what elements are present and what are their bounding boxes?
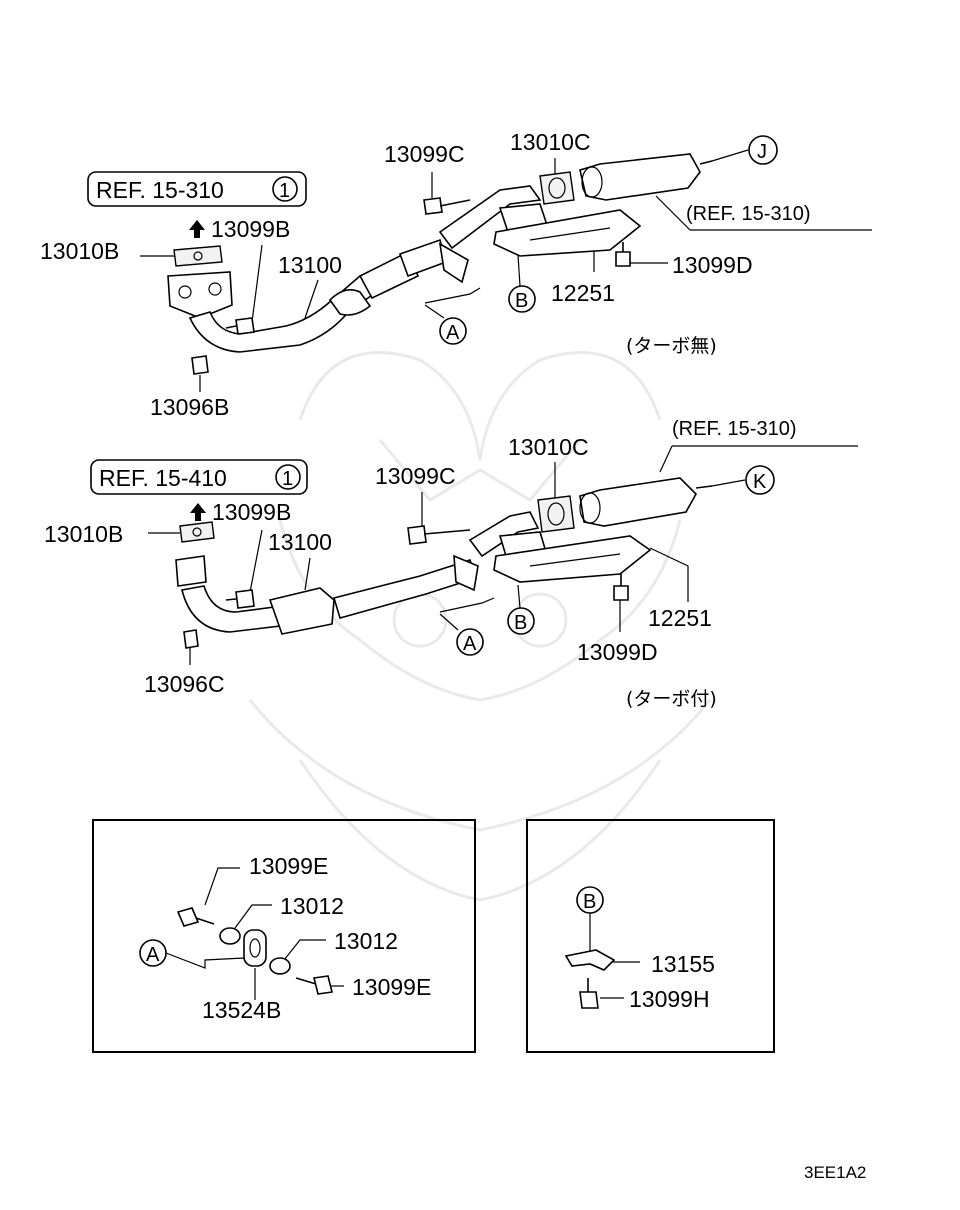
callout-K[interactable]: K [745,465,775,495]
detail-b-panel: B 13155 13099H [526,819,775,1053]
bolt-13099B-top[interactable] [225,317,255,335]
label-13099C-top[interactable]: 13099C [384,141,465,167]
label-13100-top[interactable]: 13100 [278,252,342,278]
label-13099C-bottom[interactable]: 13099C [375,463,456,489]
ref-box-bottom[interactable]: REF. 15-410 1 [90,459,308,495]
label-13010B-top[interactable]: 13010B [40,238,119,264]
label-13099H[interactable]: 13099H [629,986,710,1012]
label-13099B-top[interactable]: 13099B [211,216,290,242]
nut-13096C[interactable] [183,629,199,649]
bushing-13012-top[interactable] [219,927,241,945]
label-13099D-top[interactable]: 13099D [672,252,753,278]
svg-text:B: B [583,891,596,913]
catalytic-converter-top[interactable] [579,153,713,201]
callout-A-top[interactable]: A [439,317,467,345]
ref-box-top[interactable]: REF. 15-310 1 [87,171,307,207]
ref-box-bottom-num: 1 [282,468,293,490]
bolt-13099D-top[interactable] [615,242,631,267]
label-12251-bottom[interactable]: 12251 [648,605,712,631]
callout-B-bottom[interactable]: B [507,607,535,635]
svg-text:B: B [515,290,528,312]
drawing-code: 3EE1A2 [804,1163,866,1182]
ref-box-top-text: REF. 15-310 [96,177,224,203]
gasket-13010B-bottom[interactable] [179,521,215,543]
label-ref-right-top[interactable]: (REF. 15-310) [686,203,811,225]
hanger-13524B[interactable] [243,929,267,967]
note-turbo: (ターボ付) [626,688,717,710]
svg-text:A: A [446,322,460,344]
label-13012-mid[interactable]: 13012 [334,928,398,954]
label-13099E-top[interactable]: 13099E [249,853,328,879]
catalytic-converter-bottom[interactable] [579,477,713,527]
detail-a-panel: 13099E 13012 13012 13099E 13524B A [92,819,476,1053]
manifold-flange-top[interactable] [167,271,233,319]
label-13010C-bottom[interactable]: 13010C [508,434,589,460]
gasket-13010B-top[interactable] [173,245,223,267]
svg-text:K: K [753,471,767,493]
bolt-13099D-bottom[interactable] [613,574,629,601]
detail-a-frame [92,819,476,1053]
heat-shield-12251-bottom[interactable] [493,535,652,583]
front-pipe-13100-top[interactable] [188,238,469,353]
label-13096B[interactable]: 13096B [150,394,229,420]
label-13524B[interactable]: 13524B [202,997,281,1023]
label-13155[interactable]: 13155 [651,951,715,977]
label-13099B-bottom[interactable]: 13099B [212,499,291,525]
callout-B-detail[interactable]: B [576,886,604,914]
label-13099D-bottom[interactable]: 13099D [577,639,658,665]
svg-text:B: B [514,612,527,634]
bolt-13099E-top[interactable] [176,907,215,927]
callout-J[interactable]: J [748,135,778,165]
label-13010C-top[interactable]: 13010C [510,129,591,155]
svg-text:J: J [757,141,767,163]
bolt-13099C-top[interactable] [423,197,471,215]
callout-A-detail[interactable]: A [139,939,167,967]
label-13010B-bottom[interactable]: 13010B [44,521,123,547]
label-13012-top[interactable]: 13012 [280,893,344,919]
nut-13096B[interactable] [191,355,209,375]
label-13099E-bottom[interactable]: 13099E [352,974,431,1000]
bushing-13012-mid[interactable] [269,957,291,975]
ref-box-bottom-text: REF. 15-410 [99,465,227,491]
svg-text:A: A [146,944,160,966]
gasket-13010C-top[interactable] [539,171,575,205]
bottom-assembly: REF. 15-410 1 13099B 13010B 13100 13099C… [44,418,858,710]
note-turbo-less: (ターボ無) [626,335,717,357]
center-pipe-bottom[interactable] [468,511,548,558]
svg-text:A: A [463,633,477,655]
callout-A-bottom[interactable]: A [456,628,484,656]
label-13096C[interactable]: 13096C [144,671,225,697]
gasket-13010C-bottom[interactable] [537,495,575,533]
bolt-13099H[interactable] [579,978,599,1009]
bolt-13099E-bottom[interactable] [295,975,333,995]
label-ref-right-bottom[interactable]: (REF. 15-310) [672,418,797,440]
bracket-13155[interactable] [564,949,616,971]
bolt-13099B-bottom[interactable] [225,589,255,609]
front-pipe-13100-bottom[interactable] [175,554,479,635]
top-assembly: REF. 15-310 1 13099B 13010B 13100 13099C… [40,129,872,420]
bolt-13099C-bottom[interactable] [407,525,471,545]
label-12251-top[interactable]: 12251 [551,280,615,306]
callout-B-top[interactable]: B [508,285,536,313]
label-13100-bottom[interactable]: 13100 [268,529,332,555]
detail-b-frame [526,819,775,1053]
up-arrow-bottom [190,503,206,521]
up-arrow-top [189,220,205,238]
ref-box-top-num: 1 [279,180,290,202]
heat-shield-12251-top[interactable] [493,209,642,257]
